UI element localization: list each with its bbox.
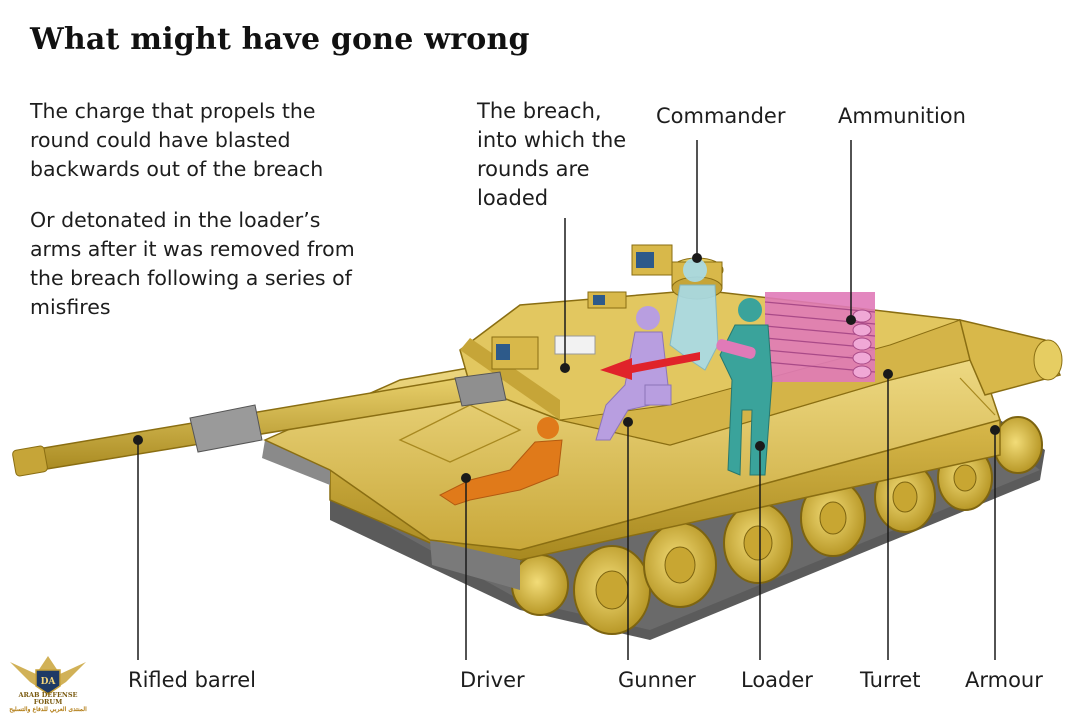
explanation-charge: The charge that propels the round could …	[30, 99, 324, 181]
leader-lines	[137, 140, 996, 660]
leader-dots	[133, 253, 1000, 483]
watermark-text: ARAB DEFENSE FORUM المنتدى العربي للدفاع…	[8, 692, 88, 713]
eagle-shield-logo-icon: DA	[10, 656, 86, 695]
page-title: What might have gone wrong	[30, 22, 530, 57]
gunner-figure	[595, 306, 672, 441]
driver-figure	[439, 417, 563, 506]
label-ammunition: Ammunition	[838, 104, 966, 128]
ammunition-stack	[764, 292, 876, 382]
loader-figure	[716, 298, 773, 476]
label-gunner: Gunner	[618, 668, 696, 692]
label-breach: The breach, into which the rounds are lo…	[477, 99, 627, 210]
label-commander: Commander	[656, 104, 786, 128]
watermark-name: ARAB DEFENSE FORUM	[18, 691, 78, 706]
label-driver: Driver	[460, 668, 525, 692]
logo-abbrev: DA	[41, 677, 57, 687]
explanation-detonation: Or detonated in the loader’s arms after …	[30, 208, 355, 319]
barrel	[12, 371, 507, 477]
label-armour: Armour	[965, 668, 1043, 692]
label-turret: Turret	[860, 668, 921, 692]
road-wheels	[511, 416, 1043, 635]
commander-figure	[669, 258, 719, 371]
blast-arrow-icon	[600, 352, 700, 380]
watermark-arabic: المنتدى العربي للدفاع والتسليح	[9, 706, 87, 713]
label-loader: Loader	[741, 668, 813, 692]
label-rifled-barrel: Rifled barrel	[128, 668, 256, 692]
